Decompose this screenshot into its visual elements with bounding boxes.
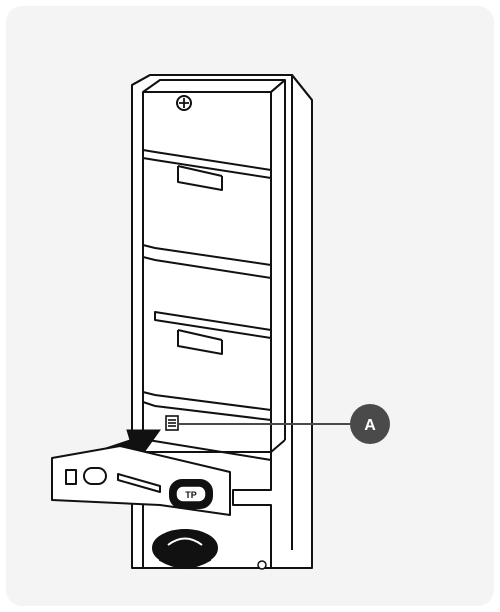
callout-marker: A xyxy=(350,404,390,444)
key-cylinder-icon: TP xyxy=(169,479,213,509)
housing-side xyxy=(291,74,313,101)
reset-slot xyxy=(165,415,179,431)
bottom-screw-icon xyxy=(257,560,267,570)
callout-label: A xyxy=(364,417,376,434)
illustration-frame: TP A xyxy=(6,6,494,606)
lower-battery-clip xyxy=(154,311,272,355)
panel-slot-square xyxy=(65,469,77,485)
upper-battery-clip xyxy=(142,149,272,191)
svg-text:TP: TP xyxy=(185,490,197,500)
phillips-screw-icon xyxy=(176,95,192,111)
middle-divider xyxy=(142,243,272,280)
panel-slot-oval xyxy=(83,467,107,485)
door-lock-battery-diagram: TP A xyxy=(51,74,390,570)
housing-front xyxy=(131,74,293,550)
knob-icon xyxy=(152,529,218,569)
panel-slot-long xyxy=(117,473,161,493)
